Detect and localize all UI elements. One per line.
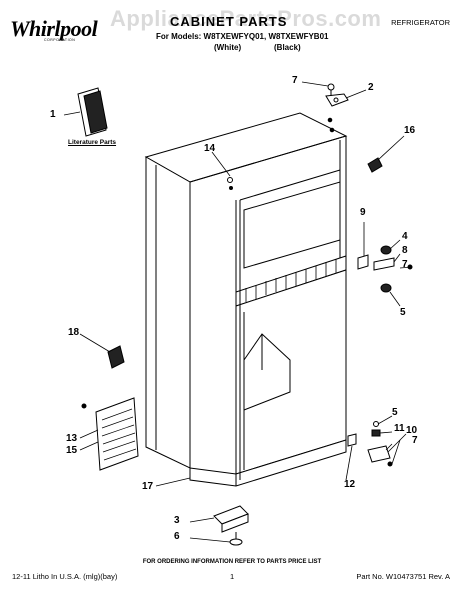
footer-page-number: 1 — [230, 572, 235, 581]
variant-white: (White) — [214, 43, 242, 52]
callout-7-middle: 7 — [402, 259, 408, 270]
callout-7-top: 7 — [292, 75, 298, 86]
brand-logo: Whirlpool — [10, 16, 98, 41]
footer-litho: 12-11 Litho In U.S.A. (mlg)(bay) — [12, 572, 118, 581]
part-16-shape — [367, 157, 383, 173]
part-18-shape — [107, 345, 125, 369]
grille — [81, 397, 139, 471]
callout-5-bottom: 5 — [392, 407, 398, 418]
callout-18: 18 — [68, 327, 80, 338]
callout-7-bottom: 7 — [412, 435, 418, 446]
callout-4: 4 — [402, 231, 408, 242]
callout-15: 15 — [66, 445, 78, 456]
callout-2: 2 — [368, 82, 374, 93]
callout-12: 12 — [344, 479, 356, 490]
callout-5-middle: 5 — [400, 307, 406, 318]
leveling-leg — [213, 505, 249, 546]
page-title: CABINET PARTS — [170, 14, 288, 29]
callout-16: 16 — [404, 125, 416, 136]
leader-lines — [63, 81, 413, 543]
callout-6: 6 — [174, 531, 180, 542]
part-14-screw — [227, 177, 233, 190]
models-line: For Models: W8TXEWFYQ01, W8TXEWFYB01 — [156, 32, 329, 41]
cabinet-shell — [144, 112, 348, 487]
middle-hinge — [357, 245, 413, 293]
callout-10: 10 — [406, 425, 418, 436]
callout-13: 13 — [66, 433, 78, 444]
callout-3: 3 — [174, 515, 180, 526]
literature-booklet — [77, 87, 108, 137]
ordering-info: FOR ORDERING INFORMATION REFER TO PARTS … — [142, 559, 322, 565]
footer-part-number: Part No. W10473751 Rev. A — [356, 572, 450, 581]
top-hinge — [325, 83, 349, 133]
callout-11: 11 — [394, 423, 405, 434]
variant-black: (Black) — [274, 43, 301, 52]
callout-1: 1 — [50, 109, 56, 120]
literature-parts-label: Literature Parts — [68, 139, 117, 146]
callout-9: 9 — [360, 207, 366, 218]
callout-17: 17 — [142, 481, 154, 492]
bottom-hinge — [347, 421, 393, 467]
watermark: AppliancePartsPros.com — [110, 6, 382, 31]
callout-14: 14 — [204, 143, 216, 154]
callout-8: 8 — [402, 245, 408, 256]
category-label: REFRIGERATOR — [391, 18, 450, 27]
brand-sub: CORPORATION — [44, 38, 76, 42]
